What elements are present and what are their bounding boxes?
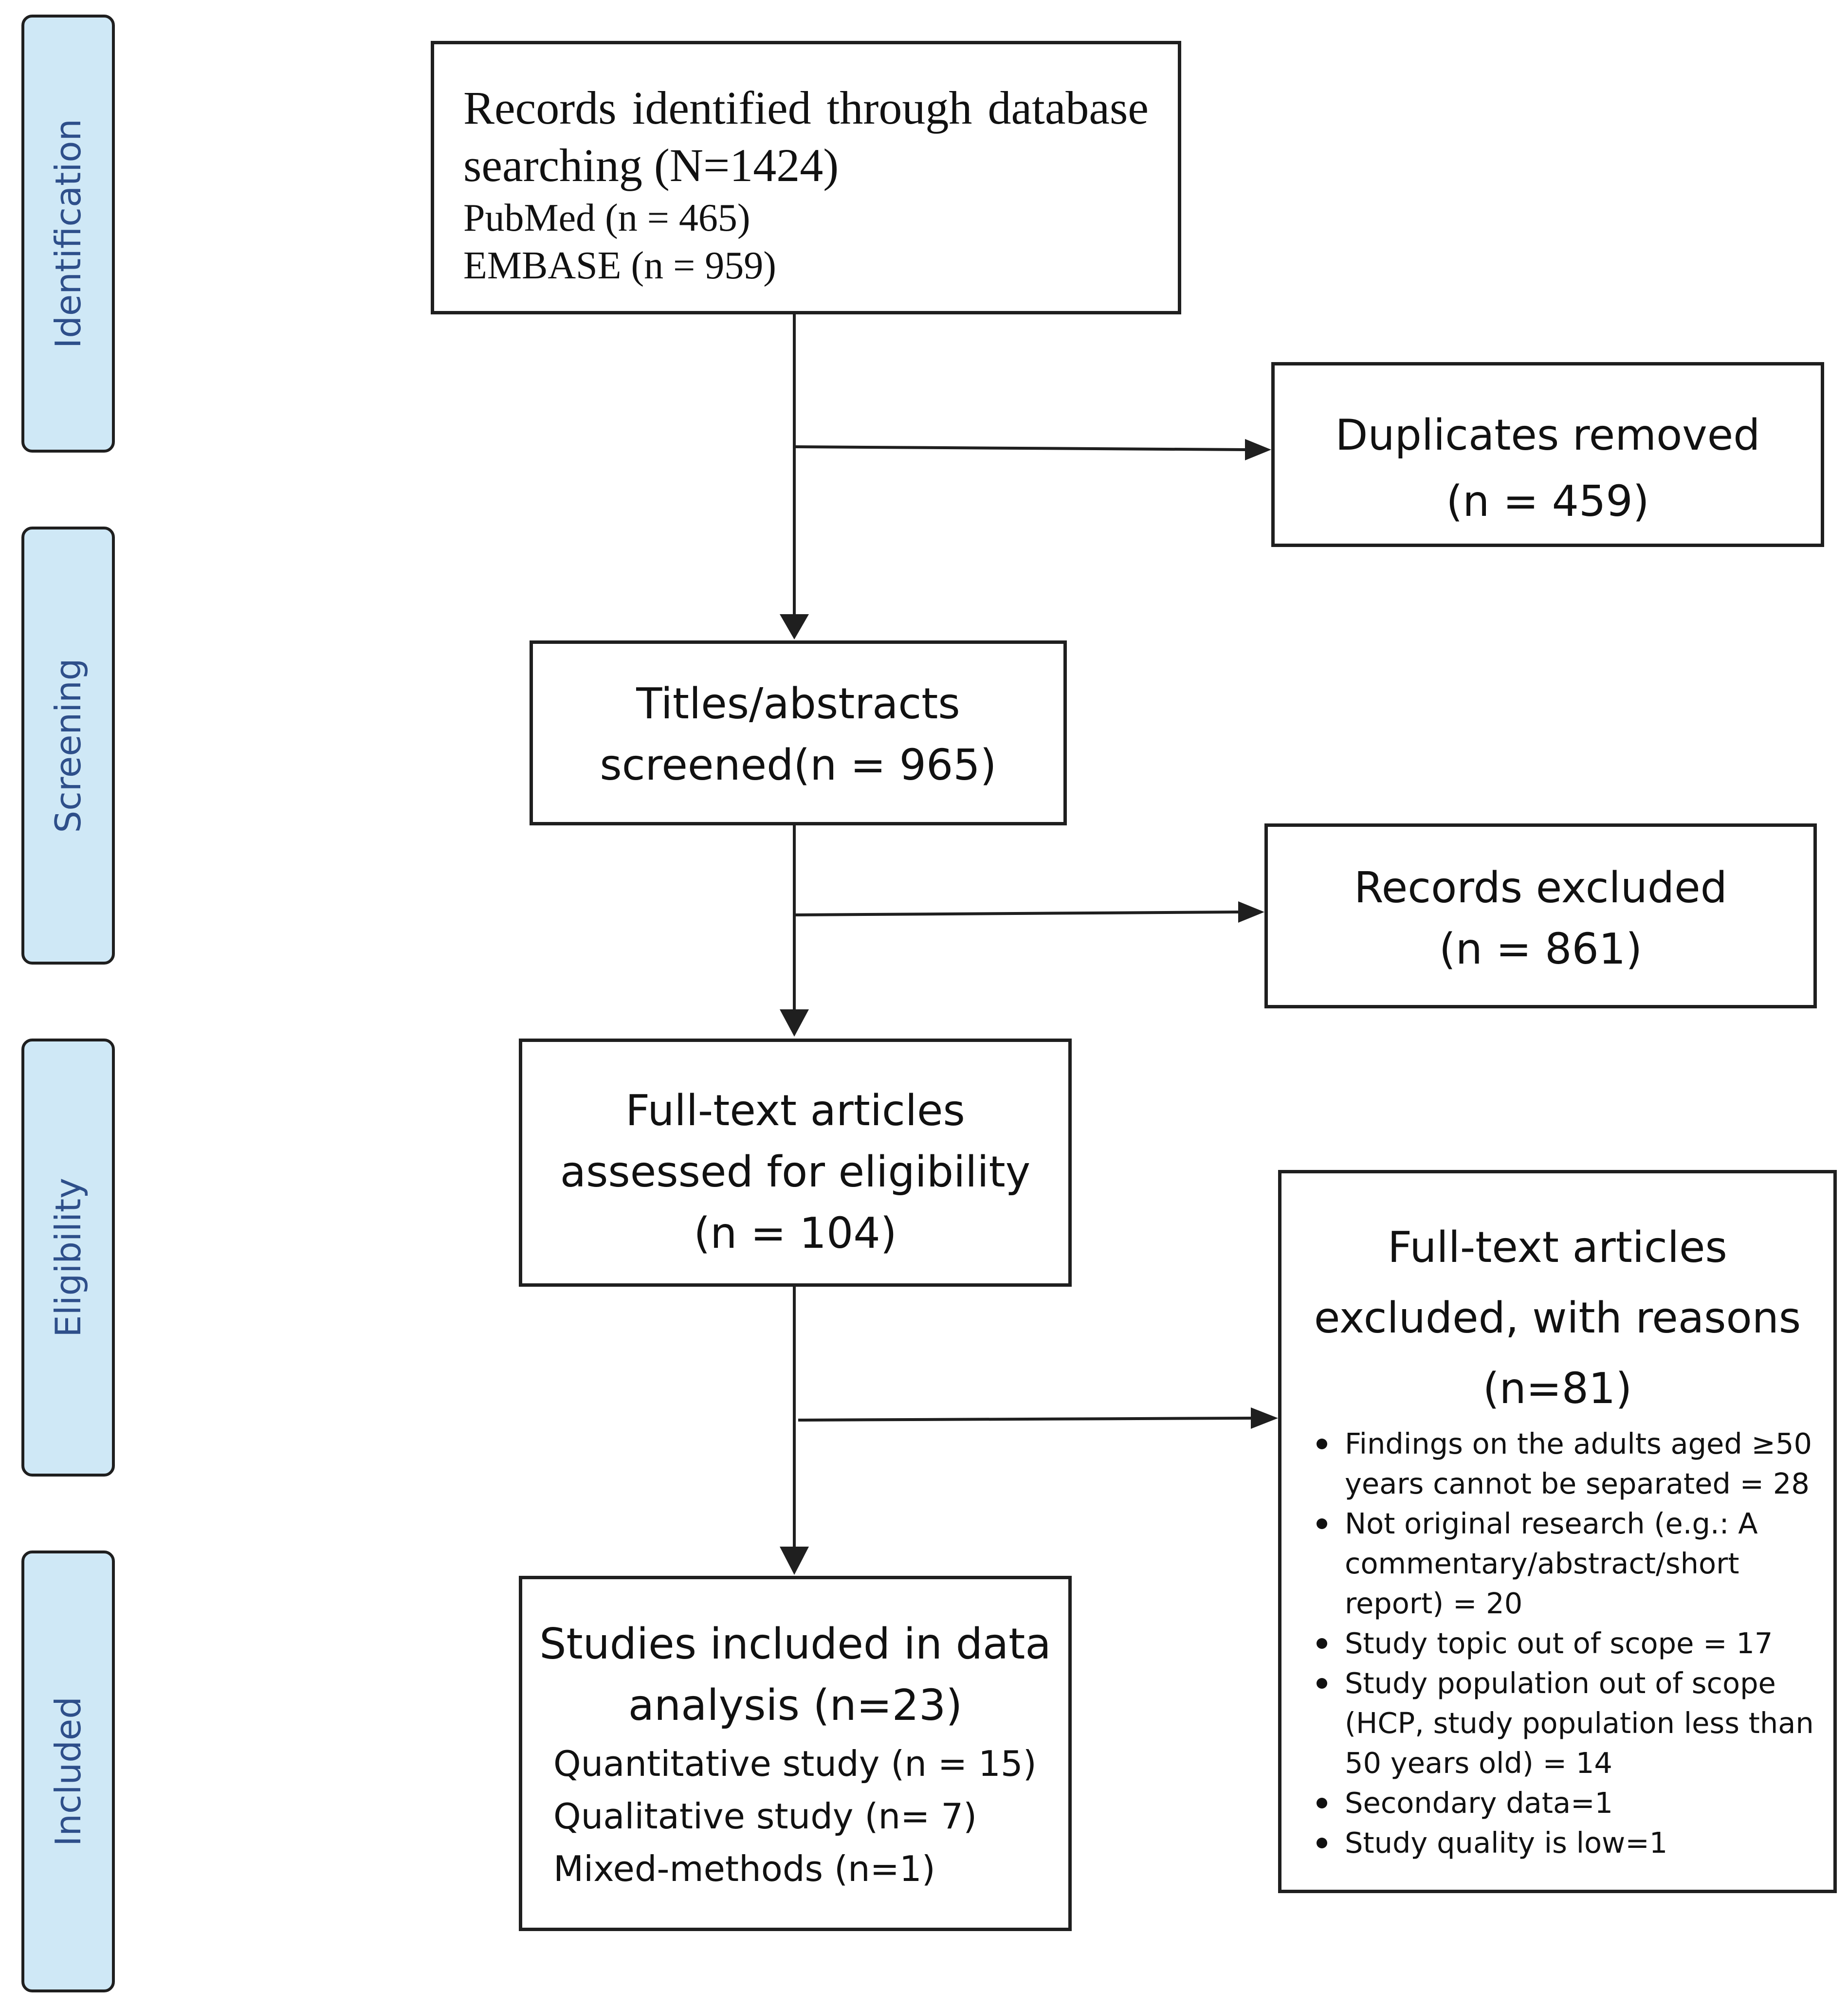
exclusion-reason: Study topic out of scope = 17 — [1317, 1624, 1824, 1663]
records-excluded-label: Records excluded — [1354, 863, 1727, 912]
arrowhead-right-duplicates — [1245, 439, 1271, 460]
exclusion-reason: Not original research (e.g.: A commentar… — [1317, 1504, 1824, 1624]
arrowhead-down-screening — [780, 614, 809, 639]
connector-to-records-excluded — [794, 911, 1239, 916]
exclusion-reason: Secondary data=1 — [1317, 1783, 1824, 1823]
fulltext-assessed-count: (n = 104) — [694, 1208, 897, 1258]
fulltext-excluded-count: (n=81) — [1482, 1364, 1632, 1413]
fulltext-excluded-line2: excluded, with reasons — [1314, 1293, 1801, 1343]
duplicates-removed-count: (n = 459) — [1446, 476, 1649, 526]
records-identified-box: Records identified through database sear… — [431, 41, 1181, 314]
pubmed-count: PubMed (n = 465) — [463, 197, 750, 239]
fulltext-excluded-line1: Full-text articles — [1388, 1222, 1727, 1272]
studies-included-box: Studies included in data analysis (n=23)… — [519, 1576, 1072, 1931]
exclusion-reason: Findings on the adults aged ≥50 years ca… — [1317, 1424, 1824, 1504]
titles-abstracts-screened-box: Titles/abstracts screened(n = 965) — [530, 640, 1067, 825]
arrowhead-down-eligibility — [780, 1009, 809, 1037]
phase-eligibility-label: Eligibility — [48, 1178, 89, 1337]
phase-included: Included — [21, 1551, 115, 1992]
titles-abstracts-label: Titles/abstracts — [636, 679, 960, 729]
exclusion-reasons-list: Findings on the adults aged ≥50 years ca… — [1291, 1424, 1824, 1863]
quantitative-count: Quantitative study (n = 15) — [553, 1743, 1037, 1784]
arrowhead-right-records-excluded — [1238, 901, 1264, 923]
arrowhead-right-fulltext-excluded — [1251, 1407, 1278, 1429]
phase-screening: Screening — [21, 527, 115, 965]
studies-included-line2: analysis (n=23) — [628, 1680, 963, 1730]
fulltext-assessed-box: Full-text articles assessed for eligibil… — [519, 1039, 1072, 1287]
exclusion-reason: Study quality is low=1 — [1317, 1823, 1824, 1863]
connector-to-fulltext-excluded — [798, 1417, 1251, 1422]
phase-screening-label: Screening — [48, 658, 89, 833]
studies-included-line1: Studies included in data — [539, 1619, 1051, 1669]
exclusion-reason: Study population out of scope (HCP, stud… — [1317, 1663, 1824, 1783]
phase-eligibility: Eligibility — [21, 1039, 115, 1477]
phase-included-label: Included — [48, 1697, 89, 1846]
duplicates-removed-label: Duplicates removed — [1335, 410, 1760, 460]
phase-identification: Identification — [21, 15, 115, 453]
mixed-methods-count: Mixed-methods (n=1) — [553, 1848, 935, 1889]
fulltext-assessed-line1: Full-text articles — [625, 1086, 965, 1135]
records-identified-text: Records identified through database sear… — [463, 82, 1149, 191]
qualitative-count: Qualitative study (n= 7) — [553, 1796, 977, 1837]
screened-count: screened(n = 965) — [600, 740, 997, 790]
phase-identification-label: Identification — [48, 118, 89, 349]
connector-to-duplicates — [794, 445, 1245, 451]
duplicates-removed-box: Duplicates removed (n = 459) — [1271, 362, 1824, 547]
records-excluded-box: Records excluded (n = 861) — [1264, 823, 1817, 1008]
fulltext-assessed-line2: assessed for eligibility — [560, 1147, 1031, 1197]
embase-count: EMBASE (n = 959) — [463, 244, 776, 287]
fulltext-excluded-box: Full-text articles excluded, with reason… — [1278, 1170, 1837, 1893]
arrowhead-down-included — [780, 1547, 809, 1575]
records-excluded-count: (n = 861) — [1439, 924, 1643, 974]
